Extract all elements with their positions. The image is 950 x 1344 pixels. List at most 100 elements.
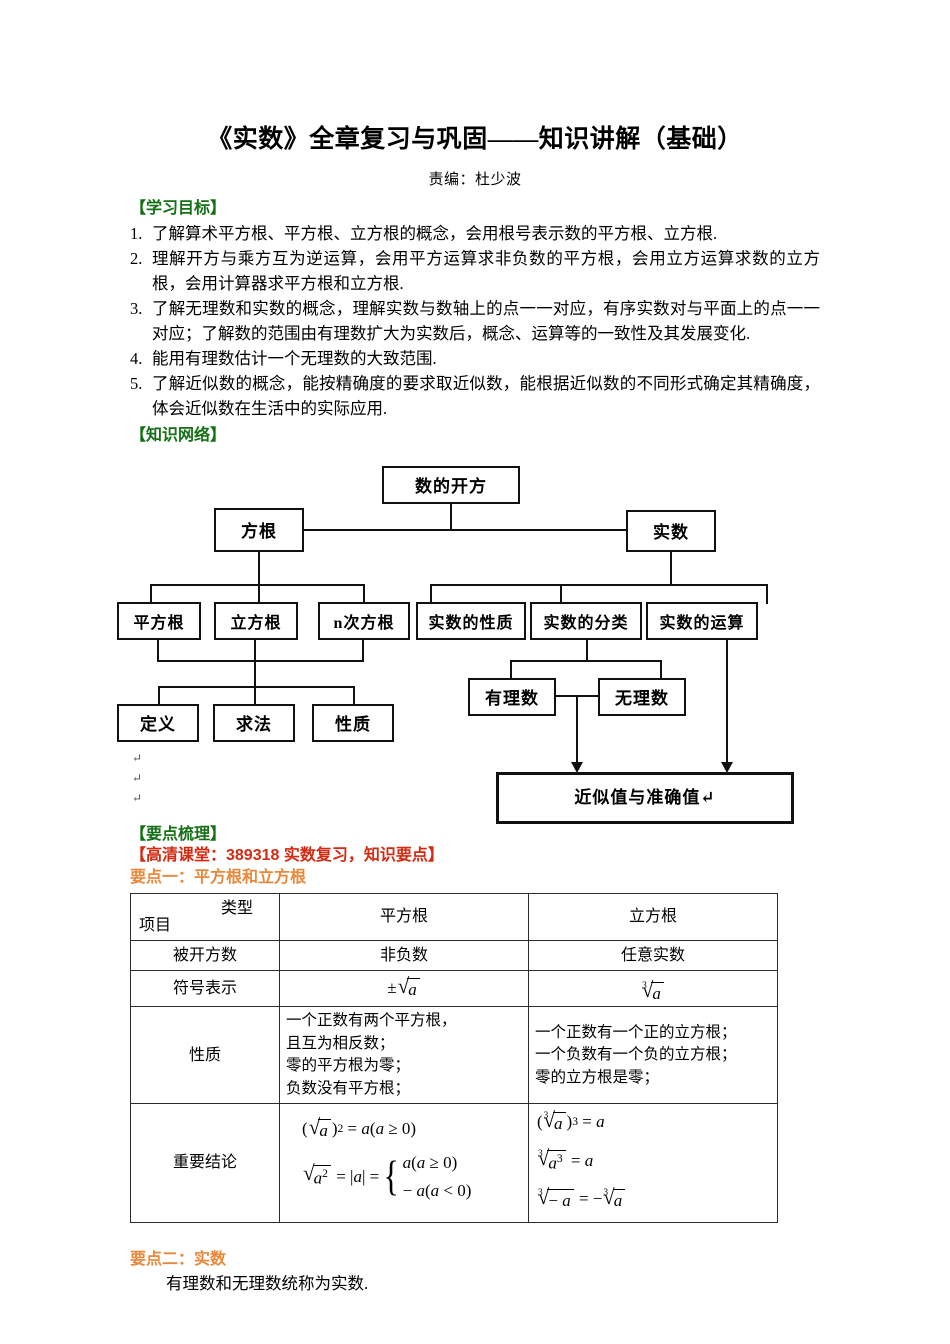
- cell-properties-square: 一个正数有两个平方根， 且互为相反数； 零的平方根为零； 负数没有平方根；: [279, 1006, 529, 1105]
- diagram-connector: [726, 639, 728, 765]
- list-item-text: 理解开方与乘方互为逆运算，会用平方运算求非负数的平方根，会用立方运算求数的立方根…: [152, 248, 820, 293]
- formula-sqrt-squared: (√a)2 = a(a ≥ 0): [302, 1114, 417, 1140]
- property-line: 一个正数有两个平方根，: [286, 1012, 457, 1030]
- diagram-connector: [150, 583, 152, 604]
- property-line: 零的平方根为零；: [286, 1057, 411, 1075]
- cell-notation-square: ±√a: [279, 969, 529, 1008]
- formula-sqrt-a-squared-abs: √a2 = |a| = { a(a ≥ 0) − a(a < 0): [303, 1152, 472, 1200]
- diagram-node-jinsizhi: 近似值与准确值↵: [496, 771, 794, 824]
- property-line: 一个正数有一个正的立方根；: [535, 1023, 737, 1041]
- formula-cbrt-neg-a: 3√− a = −3√a: [537, 1181, 771, 1212]
- table-header-square-root: 平方根: [279, 892, 529, 941]
- document-body: 《实数》全章复习与巩固——知识讲解（基础） 责编：杜少波 【学习目标】 1. 了…: [117, 0, 820, 1297]
- cell-properties-cube: 一个正数有一个正的立方根； 一个负数有一个负的立方根； 零的立方根是零；: [528, 1006, 778, 1105]
- table-row: 被开方数 非负数 任意实数: [130, 939, 778, 971]
- diagram-node-xingzhi: 性质: [312, 703, 394, 742]
- cell-conclusions-square: (√a)2 = a(a ≥ 0) √a2 = |a| = { a(a ≥ 0): [279, 1103, 529, 1223]
- diagram-node-pingfanggen: 平方根: [117, 601, 201, 640]
- list-item-number: 1.: [130, 223, 143, 243]
- diagram-connector: [157, 659, 363, 662]
- diagram-arrowhead: [571, 761, 583, 773]
- diagram-connector: [363, 583, 365, 604]
- list-item: 1. 了解算术平方根、平方根、立方根的概念，会用根号表示数的平方根、立方根.: [130, 221, 820, 246]
- diagram-connector: [670, 551, 672, 586]
- table-row: 类型 项目 平方根 立方根: [130, 892, 778, 941]
- diagram-node-shishu-xingzhi: 实数的性质: [416, 601, 526, 640]
- list-item-number: 5.: [130, 374, 143, 394]
- diagram-connector: [254, 685, 256, 706]
- pilcrow: ↵: [132, 750, 143, 765]
- property-line: 零的立方根是零；: [535, 1068, 660, 1086]
- byline: 责编：杜少波: [428, 172, 522, 188]
- math-pm-sqrt-a: ±√a: [387, 975, 421, 1001]
- pilcrow: ↵: [132, 790, 143, 805]
- page-title: 《实数》全章复习与巩固——知识讲解（基础）: [207, 126, 743, 153]
- diagram-connector: [660, 659, 662, 680]
- diagram-node-fanggen: 方根: [214, 507, 304, 552]
- learning-objectives-list: 1. 了解算术平方根、平方根、立方根的概念，会用根号表示数的平方根、立方根. 2…: [130, 221, 820, 422]
- diagram-node-shishu: 实数: [626, 509, 716, 552]
- diagram-connector: [254, 659, 256, 688]
- diagram-node-shishu-fenlei: 实数的分类: [530, 601, 642, 640]
- diagram-connector: [450, 503, 452, 530]
- diagram-connector: [258, 583, 260, 604]
- formula-cbrt-cubed: (3√a)3 = a: [537, 1107, 605, 1133]
- corner-item-label: 项目: [139, 917, 172, 935]
- diagram-arrowhead: [721, 761, 733, 773]
- table-header-cube-root: 立方根: [528, 892, 778, 941]
- diagram-connector: [560, 583, 562, 604]
- diagram-node-youlishu: 有理数: [468, 677, 556, 716]
- comparison-table: 类型 项目 平方根 立方根 被开方数 非负数 任意实数 符号表示 ±√a: [130, 892, 778, 1223]
- row-label-conclusions: 重要结论: [130, 1103, 280, 1223]
- diagram-connector: [150, 583, 365, 586]
- table-row: 符号表示 ±√a 3√a: [130, 969, 778, 1008]
- cell-radicand-square: 非负数: [279, 939, 529, 971]
- cell-notation-cube: 3√a: [528, 969, 778, 1008]
- pilcrow: ↵: [132, 770, 143, 785]
- diagram-connector: [510, 659, 512, 680]
- table-row: 重要结论 (√a)2 = a(a ≥ 0) √a2 = |a| =: [130, 1103, 778, 1223]
- row-label-properties: 性质: [130, 1006, 280, 1105]
- diagram-node-qiufa: 求法: [213, 703, 295, 742]
- diagram-connector: [766, 583, 768, 604]
- list-item-text: 能用有理数估计一个无理数的大致范围.: [152, 348, 437, 368]
- table-corner-cell: 类型 项目: [130, 892, 280, 941]
- diagram-connector: [576, 694, 578, 765]
- row-label-radicand: 被开方数: [130, 939, 280, 971]
- property-line: 一个负数有一个负的立方根；: [535, 1046, 737, 1064]
- diagram-node-root: 数的开方: [382, 465, 520, 504]
- point-two-body: 有理数和无理数统称为实数.: [166, 1274, 369, 1294]
- point-one-heading: 要点一：平方根和立方根: [130, 869, 307, 886]
- learning-objectives-heading: 【学习目标】: [130, 200, 227, 217]
- list-item: 5. 了解近似数的概念，能按精确度的要求取近似数，能根据近似数的不同形式确定其精…: [130, 371, 820, 421]
- diagram-connector: [430, 583, 432, 604]
- diagram-connector: [158, 685, 160, 706]
- math-cbrt-a: 3√a: [641, 979, 665, 1004]
- diagram-connector: [586, 639, 588, 662]
- property-line: 负数没有平方根；: [286, 1079, 411, 1097]
- knowledge-network-diagram: 数的开方 方根 实数 平方根 立方根 n次方根: [117, 450, 820, 824]
- diagram-connector: [254, 639, 256, 662]
- diagram-connector: [157, 639, 159, 662]
- diagram-connector: [362, 639, 364, 662]
- point-two-heading: 要点二：实数: [130, 1250, 227, 1268]
- list-item-number: 2.: [130, 248, 143, 268]
- diagram-connector: [158, 685, 354, 688]
- diagram-connector: [258, 551, 260, 586]
- list-item-number: 4.: [130, 348, 143, 368]
- list-item: 2. 理解开方与乘方互为逆运算，会用平方运算求非负数的平方根，会用立方运算求数的…: [130, 246, 820, 296]
- list-item-text: 了解近似数的概念，能按精确度的要求取近似数，能根据近似数的不同形式确定其精确度，…: [152, 374, 820, 419]
- diagram-node-lifanggen: 立方根: [214, 601, 298, 640]
- diagram-node-dingyi: 定义: [117, 703, 199, 742]
- list-item: 3. 了解无理数和实数的概念，理解实数与数轴上的点一一对应，有序实数对与平面上的…: [130, 296, 820, 346]
- diagram-connector: [430, 583, 768, 586]
- hd-video-course: 【高清课堂：389318 实数复习，知识要点】: [130, 847, 444, 865]
- diagram-connector: [353, 685, 355, 706]
- diagram-node-shishu-yunsuan: 实数的运算: [646, 601, 758, 640]
- property-line: 且互为相反数；: [286, 1034, 395, 1052]
- list-item: 4. 能用有理数估计一个无理数的大致范围.: [130, 346, 820, 371]
- list-item-text: 了解算术平方根、平方根、立方根的概念，会用根号表示数的平方根、立方根.: [152, 223, 718, 243]
- corner-type-label: 类型: [220, 899, 253, 917]
- list-item-text: 了解无理数和实数的概念，理解实数与数轴上的点一一对应，有序实数对与平面上的点一一…: [152, 298, 820, 343]
